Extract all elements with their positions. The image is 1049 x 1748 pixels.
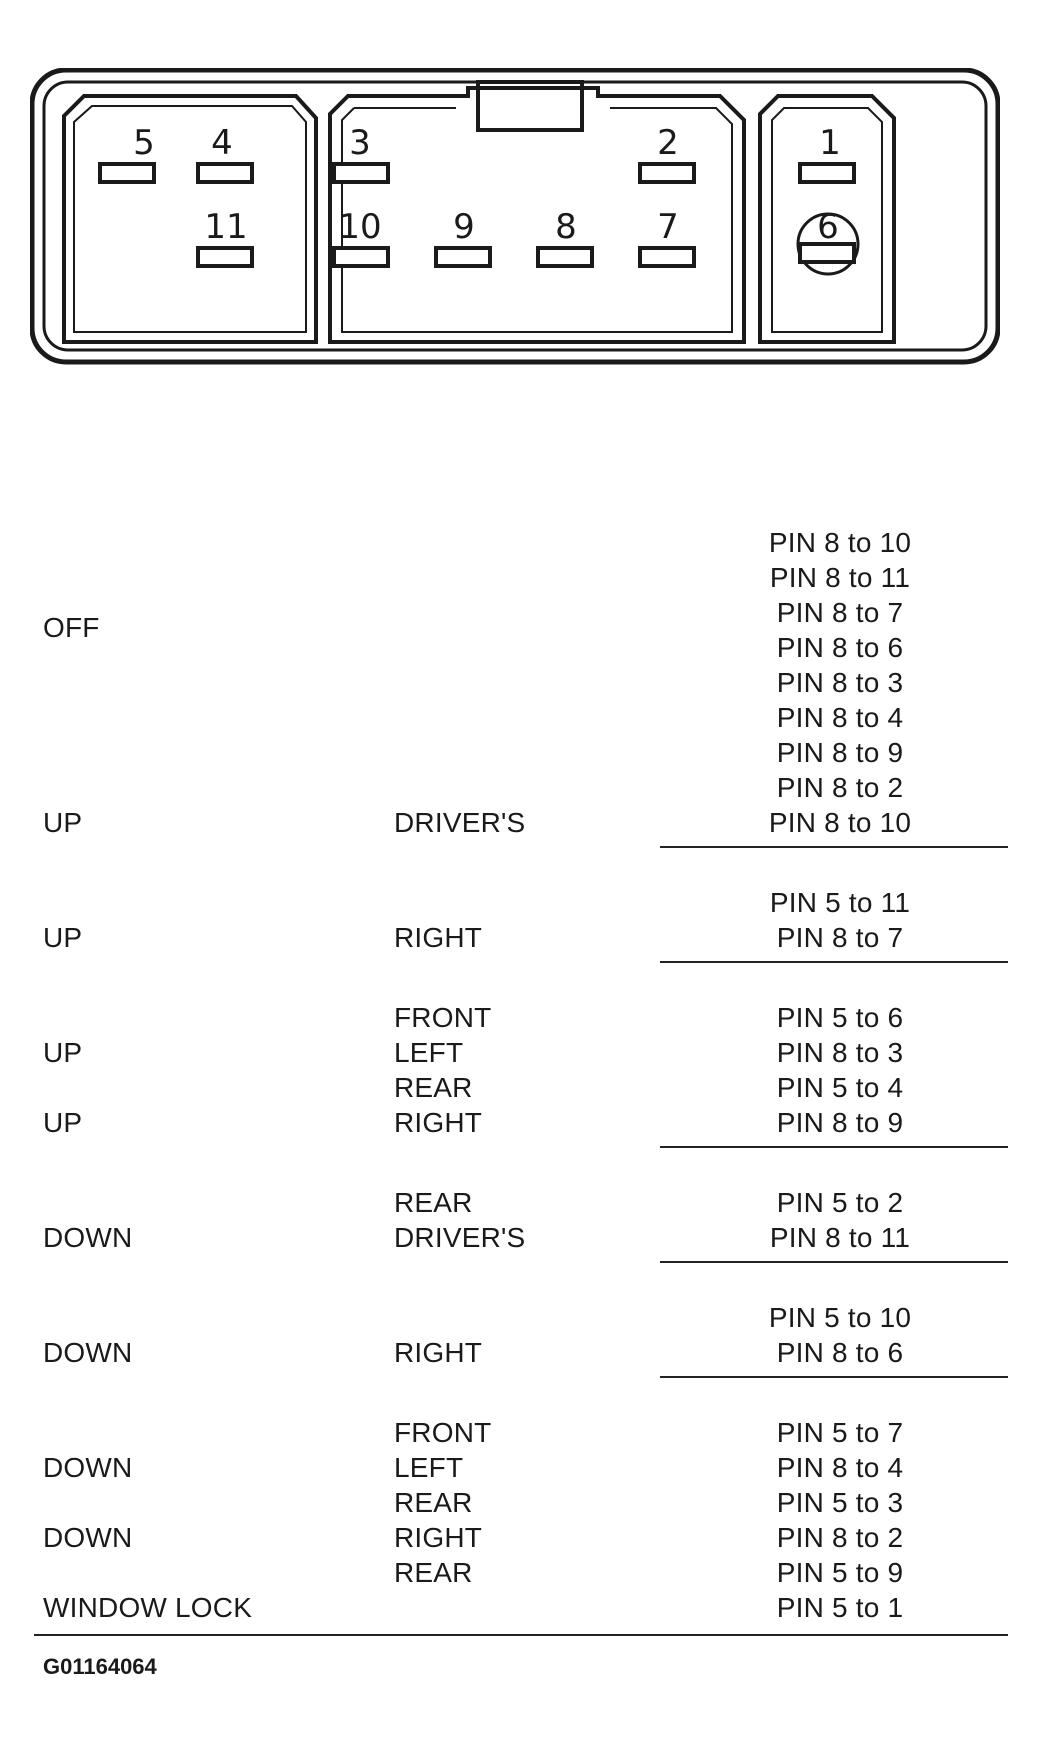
pin-1: 1: [798, 123, 856, 184]
pin-11: 11: [196, 207, 254, 268]
table-cell-window: LEFT: [394, 1037, 464, 1068]
table-divider: [660, 961, 1008, 963]
pin-7: 7: [638, 207, 696, 268]
pin-5: 5: [98, 123, 156, 184]
table-cell-continuity: PIN 8 to 10: [768, 807, 912, 838]
pin-10-terminal: [332, 246, 390, 268]
center-cavity: [328, 80, 746, 344]
pin-11-label: 11: [204, 207, 247, 247]
pin-10-label: 10: [338, 207, 381, 247]
pin-1-label: 1: [819, 123, 841, 163]
table-cell-mode: UP: [43, 1037, 83, 1068]
table-cell-continuity: PIN 8 to 3: [776, 667, 904, 698]
pin-9-terminal: [434, 246, 492, 268]
pin-11-terminal: [196, 246, 254, 268]
connector-latch: [476, 80, 584, 132]
pin-4: 4: [196, 123, 254, 184]
table-cell-continuity: PIN 8 to 7: [776, 597, 904, 628]
pin-6: 6: [798, 207, 856, 264]
table-cell-continuity: PIN 5 to 2: [776, 1187, 904, 1218]
table-cell-mode: DOWN: [43, 1522, 133, 1553]
table-cell-window: DRIVER'S: [394, 1222, 526, 1253]
pin-6-label: 6: [817, 207, 839, 247]
table-cell-continuity: PIN 8 to 3: [776, 1037, 904, 1068]
table-cell-continuity: PIN 5 to 4: [776, 1072, 904, 1103]
table-cell-window: FRONT: [394, 1417, 492, 1448]
table-cell-continuity: PIN 8 to 4: [776, 702, 904, 733]
pin-4-label: 4: [211, 123, 233, 163]
table-cell-mode: UP: [43, 1107, 83, 1138]
table-cell-continuity: PIN 5 to 10: [768, 1302, 912, 1333]
table-cell-continuity: PIN 8 to 2: [776, 772, 904, 803]
pin-4-terminal: [196, 162, 254, 184]
table-cell-continuity: PIN 8 to 9: [776, 1107, 904, 1138]
table-cell-window: REAR: [394, 1187, 473, 1218]
pin-2-label: 2: [657, 123, 679, 163]
pin-8-label: 8: [555, 207, 577, 247]
table-cell-window: RIGHT: [394, 1522, 483, 1553]
pin-2: 2: [638, 123, 696, 184]
table-cell-window: REAR: [394, 1072, 473, 1103]
table-divider: [660, 846, 1008, 848]
table-cell-window: REAR: [394, 1557, 473, 1588]
pin-5-label: 5: [133, 123, 155, 163]
table-cell-continuity: PIN 8 to 11: [769, 562, 911, 593]
table-divider: [660, 1146, 1008, 1148]
pin-3-terminal: [332, 162, 390, 184]
table-cell-mode: WINDOW LOCK: [43, 1592, 253, 1623]
pin-3: 3: [332, 123, 390, 184]
table-cell-continuity: PIN 5 to 6: [776, 1002, 904, 1033]
pin-8: 8: [536, 207, 594, 268]
table-cell-continuity: PIN 8 to 10: [768, 527, 912, 558]
table-cell-continuity: PIN 8 to 6: [776, 1337, 904, 1368]
table-cell-mode: OFF: [43, 612, 100, 643]
table-cell-continuity: PIN 5 to 1: [776, 1592, 904, 1623]
table-cell-continuity: PIN 8 to 6: [776, 632, 904, 663]
table-cell-continuity: PIN 8 to 7: [776, 922, 904, 953]
table-cell-continuity: PIN 5 to 7: [776, 1417, 904, 1448]
connector-housing-outer: [30, 68, 1000, 365]
table-cell-window: RIGHT: [394, 1337, 483, 1368]
connector-face-diagram: 5 4 11 3 10 9 8 2 7 1 6: [30, 68, 1000, 365]
table-cell-window: RIGHT: [394, 922, 483, 953]
table-cell-mode: UP: [43, 922, 83, 953]
table-cell-mode: UP: [43, 807, 83, 838]
table-cell-mode: DOWN: [43, 1337, 133, 1368]
pin-7-label: 7: [657, 207, 679, 247]
pin-10: 10: [332, 207, 390, 268]
table-cell-window: DRIVER'S: [394, 807, 526, 838]
pin-6-terminal: [798, 242, 856, 264]
pin-7-terminal: [638, 246, 696, 268]
pin-1-terminal: [798, 162, 856, 184]
table-cell-window: LEFT: [394, 1452, 464, 1483]
table-cell-continuity: PIN 5 to 9: [776, 1557, 904, 1588]
pin-2-terminal: [638, 162, 696, 184]
left-cavity: [62, 94, 318, 344]
pin-3-label: 3: [349, 123, 371, 163]
table-cell-window: FRONT: [394, 1002, 492, 1033]
table-cell-window: RIGHT: [394, 1107, 483, 1138]
table-cell-continuity: PIN 8 to 2: [776, 1522, 904, 1553]
table-cell-window: REAR: [394, 1487, 473, 1518]
table-cell-continuity: PIN 8 to 4: [776, 1452, 904, 1483]
figure-id: G01164064: [43, 1654, 157, 1679]
table-cell-continuity: PIN 8 to 9: [776, 737, 904, 768]
table-cell-mode: DOWN: [43, 1452, 133, 1483]
table-cell-continuity: PIN 5 to 11: [769, 887, 911, 918]
pin-5-terminal: [98, 162, 156, 184]
pin-8-terminal: [536, 246, 594, 268]
table-divider: [34, 1634, 1008, 1636]
pin-9: 9: [434, 207, 492, 268]
table-divider: [660, 1376, 1008, 1378]
table-cell-continuity: PIN 8 to 11: [769, 1222, 911, 1253]
table-cell-mode: DOWN: [43, 1222, 133, 1253]
table-cell-continuity: PIN 5 to 3: [776, 1487, 904, 1518]
pin-9-label: 9: [453, 207, 475, 247]
table-divider: [660, 1261, 1008, 1263]
